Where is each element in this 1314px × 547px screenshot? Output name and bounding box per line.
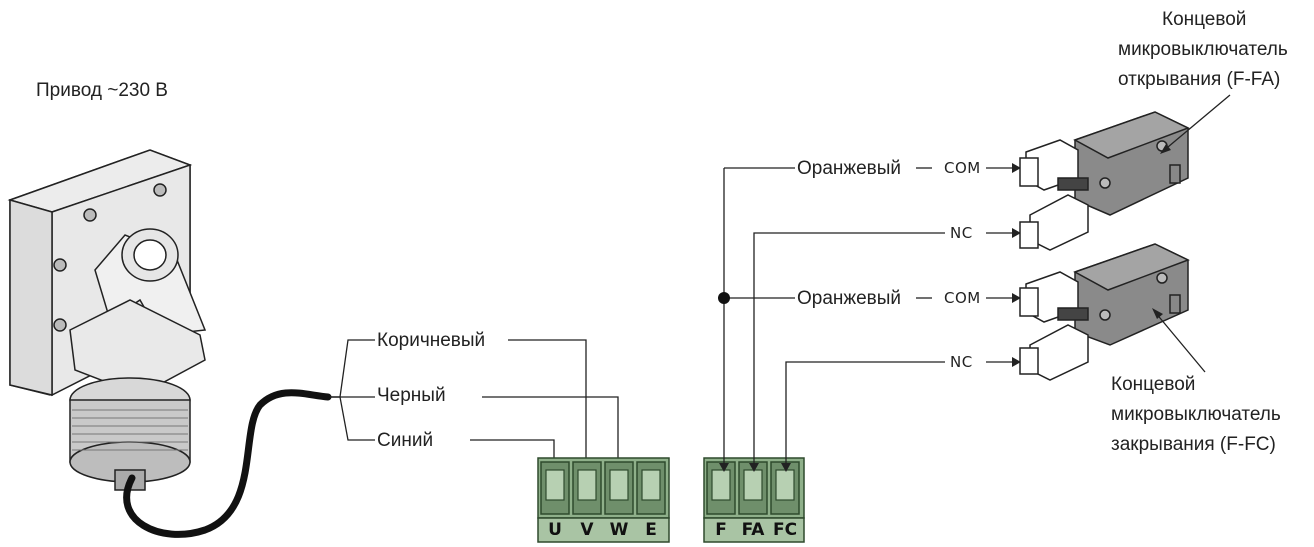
- terminal-f: F: [715, 520, 727, 540]
- terminal-block-motor: [537, 457, 670, 543]
- pin-nc-open: NC: [950, 224, 973, 242]
- motor-cable: [123, 389, 332, 538]
- switch-close-label-line-3: закрывания (F-FC): [1111, 434, 1276, 455]
- wire-label-orange-top: Оранжевый: [795, 158, 904, 179]
- wire-label-blue: Синий: [375, 430, 436, 451]
- leader-open: [1161, 94, 1231, 153]
- terminal-u: U: [548, 520, 562, 540]
- wire-label-brown: Коричневый: [375, 330, 488, 351]
- limit-switch-close: [1019, 243, 1190, 381]
- limit-wires: [723, 167, 1022, 465]
- switch-close-label: Концевой микровыключатель закрывания (F-…: [1111, 370, 1281, 460]
- terminal-v: V: [580, 520, 594, 540]
- junction-dot: [718, 292, 730, 304]
- terminal-w: W: [609, 520, 629, 540]
- switch-open-label: Концевой микровыключатель открывания (F-…: [1118, 5, 1288, 95]
- motor-label: Привод ~230 В: [36, 80, 168, 101]
- wire-label-black: Черный: [375, 385, 448, 406]
- switch-close-label-line-1: Концевой: [1111, 374, 1196, 395]
- motor-illustration: [7, 149, 207, 491]
- terminal-fc: FC: [772, 520, 798, 540]
- terminal-fa: FA: [741, 520, 765, 540]
- switch-close-label-line-2: микровыключатель: [1111, 404, 1281, 425]
- motor-wires: [330, 339, 619, 465]
- switch-open-label-line-1: Концевой: [1162, 9, 1247, 30]
- limit-switch-open: [1019, 111, 1190, 251]
- leader-close-arrow: [1152, 308, 1163, 319]
- pin-nc-close: NC: [950, 353, 973, 371]
- limit-wire-arrows: [719, 163, 1021, 472]
- terminal-e: E: [645, 520, 657, 540]
- pin-com-open: COM: [944, 159, 981, 177]
- wire-label-orange-bottom: Оранжевый: [795, 288, 904, 309]
- leader-close: [1154, 311, 1206, 373]
- terminal-block-limit: [703, 457, 805, 543]
- pin-com-close: COM: [944, 289, 981, 307]
- leader-open-arrow: [1160, 144, 1171, 154]
- switch-open-label-line-3: открывания (F-FA): [1118, 69, 1281, 90]
- switch-open-label-line-2: микровыключатель: [1118, 39, 1288, 60]
